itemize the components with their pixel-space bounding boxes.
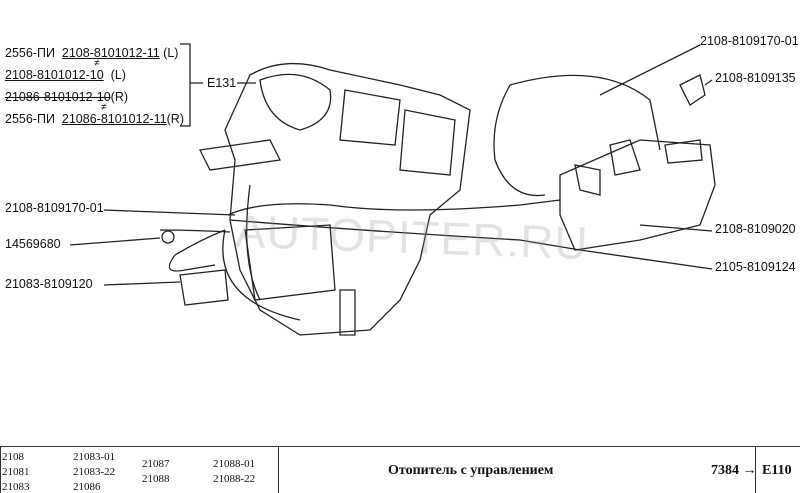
divider xyxy=(0,447,1,493)
divider xyxy=(755,447,756,493)
model: 21087 xyxy=(142,458,170,470)
part-side: (R) xyxy=(166,112,184,126)
model: 21083-01 xyxy=(73,451,116,463)
part-side: (L) xyxy=(110,68,126,82)
footer-table: 2108 21081 21083 21083-01 21083-22 21086… xyxy=(0,446,800,493)
part-number[interactable]: 2108-8101012-10 xyxy=(5,68,104,82)
leader-line xyxy=(639,224,713,232)
label-left-cable[interactable]: 2108-8109170-01 xyxy=(5,201,104,215)
leader-line xyxy=(599,44,701,96)
control-knob xyxy=(609,139,641,176)
section-title: Отопитель с управлением xyxy=(388,463,554,478)
leader-line xyxy=(704,79,713,86)
control-knob xyxy=(574,164,601,196)
cable-left xyxy=(227,199,561,216)
heater-housing xyxy=(224,62,471,336)
cable-right-top xyxy=(493,84,546,197)
label-right-lever[interactable]: 2108-8109135 xyxy=(715,71,796,85)
label-e131[interactable]: E131 xyxy=(207,76,237,90)
part-prefix: 2556-ПИ xyxy=(5,46,55,60)
cable xyxy=(229,219,581,251)
hose xyxy=(246,184,261,301)
heater-assembly-drawing xyxy=(69,43,716,336)
leader-line xyxy=(69,237,161,246)
models-col-2: 21083-01 21083-22 21086 xyxy=(73,450,115,493)
control-knob xyxy=(664,139,703,164)
leader-line xyxy=(579,249,713,270)
part-side: (L) xyxy=(163,46,179,60)
part-label-row: 2556-ПИ 2108-8101012-11 (L) xyxy=(5,46,178,60)
model: 21086 xyxy=(73,481,101,493)
model: 21088-22 xyxy=(213,473,256,485)
model: 21083-22 xyxy=(73,466,116,478)
air-duct xyxy=(399,109,456,176)
cable xyxy=(168,229,226,272)
fan-housing xyxy=(259,73,332,131)
models-col-1: 2108 21081 21083 xyxy=(2,450,30,493)
part-label-row: 2556-ПИ 21086-8101012-11(R) xyxy=(5,112,184,126)
models-col-4: 21088-01 21088-22 xyxy=(213,457,255,487)
leader-line xyxy=(103,281,181,286)
page-code: 7384 → xyxy=(711,463,757,479)
model: 21083 xyxy=(2,481,30,493)
divider xyxy=(278,447,279,493)
cable xyxy=(509,74,661,151)
model: 21088 xyxy=(142,473,170,485)
model: 21088-01 xyxy=(213,458,256,470)
part-prefix: 2556-ПИ xyxy=(5,112,55,126)
cable xyxy=(159,229,231,233)
part-label-row: 2108-8101012-10 (L) xyxy=(5,68,126,82)
neq-symbol: ≠ xyxy=(101,102,107,113)
bracket xyxy=(339,289,356,336)
air-duct xyxy=(339,89,401,146)
cable xyxy=(222,229,301,321)
model: 21081 xyxy=(2,466,30,478)
page-number: 7384 xyxy=(711,463,739,478)
control-unit xyxy=(559,139,716,251)
part-label-row: 21086-8101012-10(R) xyxy=(5,90,128,104)
part-side: (R) xyxy=(110,90,129,104)
label-control-unit[interactable]: 2108-8109020 xyxy=(715,222,796,236)
arrow-right-icon: → xyxy=(742,463,757,478)
label-right-lower[interactable]: 2105-8109124 xyxy=(715,260,796,274)
part-number[interactable]: 21086-8101012-11 xyxy=(61,112,167,126)
label-clamp[interactable]: 14569680 xyxy=(5,237,61,251)
leader-line xyxy=(103,209,236,216)
models-col-3: 21087 21088 xyxy=(142,457,170,487)
clamp xyxy=(161,230,175,244)
part-number[interactable]: 21086-8101012-10 xyxy=(5,90,111,104)
section-ref[interactable]: E110 xyxy=(762,463,792,478)
label-valve[interactable]: 21083-8109120 xyxy=(5,277,93,291)
model: 2108 xyxy=(2,451,24,463)
part-number[interactable]: 2108-8101012-11 xyxy=(61,46,160,60)
valve xyxy=(179,269,229,306)
group-bracket xyxy=(180,43,191,127)
neq-symbol: ≠ xyxy=(94,58,100,69)
lever xyxy=(679,74,706,106)
label-right-top-cable[interactable]: 2108-8109170-01 xyxy=(700,34,799,48)
flange xyxy=(199,139,281,171)
